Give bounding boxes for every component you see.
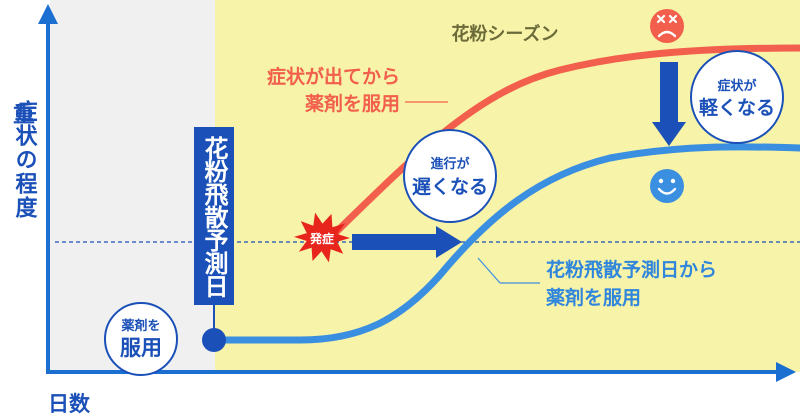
start-bubble bbox=[104, 302, 178, 376]
red-curve-label-1: 症状が出てから bbox=[267, 65, 400, 88]
forecast-day-label: 花粉飛散予測日 bbox=[200, 136, 228, 298]
delay-bubble bbox=[403, 129, 497, 223]
delay-arrow-head bbox=[436, 226, 462, 258]
pollen-season-area bbox=[215, 0, 800, 372]
happy-face-icon bbox=[650, 169, 684, 203]
delay-arrow-shaft bbox=[352, 234, 438, 250]
delay-bubble-line2: 遅くなる bbox=[412, 176, 488, 198]
x-axis-label: 日数 bbox=[48, 392, 91, 416]
onset-badge bbox=[294, 212, 350, 263]
delay-bubble-line1: 進行が bbox=[430, 156, 469, 172]
start-bubble-line2: 服用 bbox=[120, 336, 162, 360]
red-curve-label-2: 薬剤を服用 bbox=[304, 92, 400, 115]
start-bubble-line1: 薬剤を bbox=[120, 318, 160, 334]
lighter-arrow-head bbox=[652, 122, 686, 146]
lighter-arrow-shaft bbox=[660, 62, 678, 124]
forecast-day-banner bbox=[194, 127, 234, 305]
sad-face-icon bbox=[650, 9, 684, 43]
blue-curve-label-2: 薬剤を服用 bbox=[545, 286, 641, 309]
forecast-day-dot bbox=[202, 328, 226, 352]
y-axis-arrow bbox=[38, 4, 58, 24]
red-curve bbox=[326, 44, 800, 242]
onset-badge-label: 発症 bbox=[309, 231, 334, 246]
blue-curve-label-1: 花粉飛散予測日から bbox=[546, 258, 717, 281]
y-axis-label-top: 重 bbox=[13, 103, 35, 128]
x-axis-arrow bbox=[776, 362, 796, 382]
season-label: 花粉シーズン bbox=[451, 23, 558, 45]
blue-label-leader bbox=[477, 257, 501, 284]
lighter-bubble-line2: 軽くなる bbox=[699, 97, 775, 119]
lighter-bubble bbox=[690, 50, 784, 144]
y-axis-label: 症状の程度 bbox=[12, 99, 38, 220]
blue-curve bbox=[210, 143, 800, 344]
lighter-bubble-line1: 症状が bbox=[717, 78, 756, 94]
